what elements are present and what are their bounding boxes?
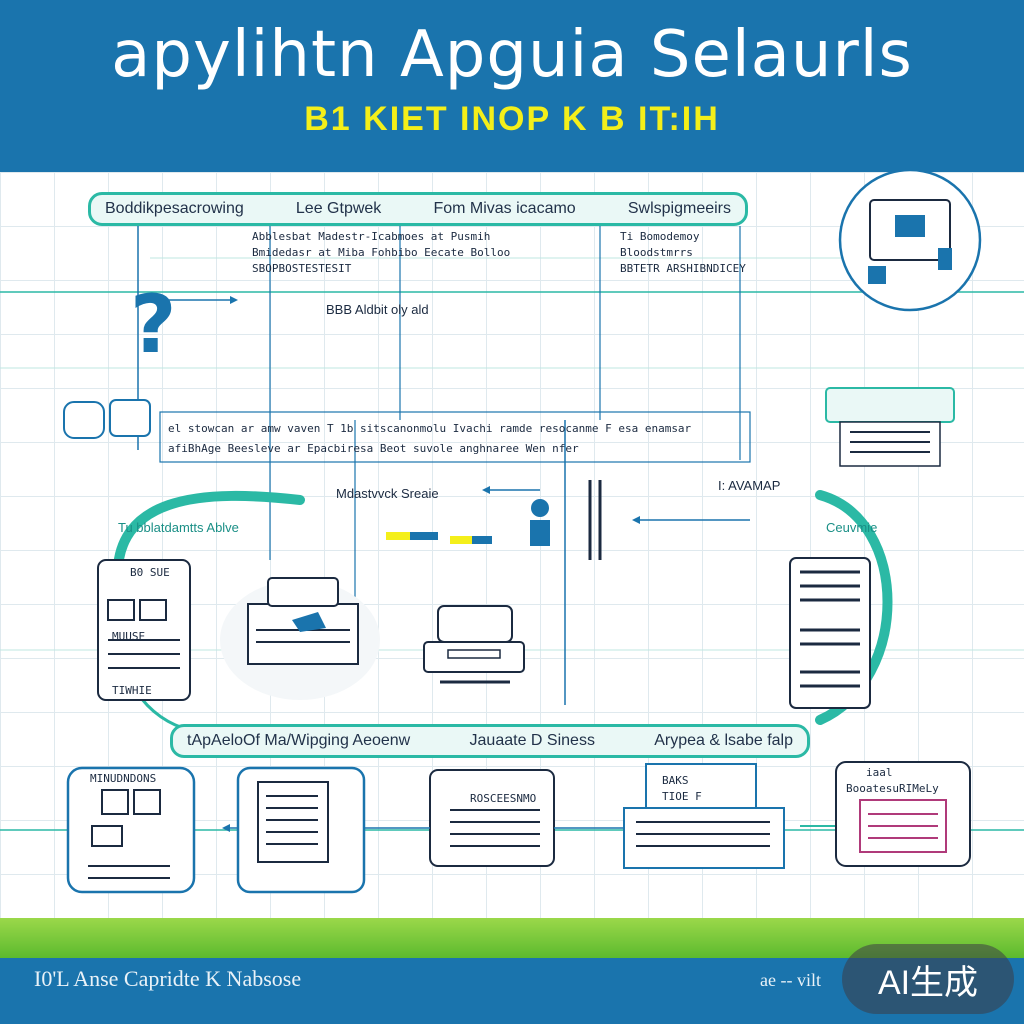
footer-text-left: I0'L Anse Capridte K Nabsose [34,966,302,991]
note-line: Bmidedasr at Miba Fohbibo Eecate Bolloo [252,246,511,259]
note-line: Bloodstmrrs [620,246,693,259]
node-title: iaal [866,766,893,779]
top-banner-label: Lee Gtpwek [295,200,382,217]
middle-note-line: el stowcan ar amw vaven T 1b sitscanonmo… [168,422,692,435]
top-banner: Boddikpesacrowing Lee Gtpwek Fom Mivas i… [88,192,748,226]
node-title: BAKS [662,774,689,787]
computer-node-display [895,215,925,237]
arc-label-left: Tu bblatdamtts Ablve [118,520,239,535]
computer-node-key [868,266,886,284]
arrow-head [230,296,238,304]
node-title: MINUDNDONS [90,772,157,785]
header-band [0,0,1024,172]
scanner-node [437,605,513,643]
bottom-node-doc-center [429,769,555,867]
flow-label: Mdastvvck Sreaie [336,486,439,501]
chat-bubble-icon [63,401,105,439]
flow-label: I: AVAMAP [718,478,781,493]
bottom-banner: tApAeloOf Ma/Wipging Aeoenw Jauaate D Si… [170,724,810,758]
arrow-head [482,486,490,494]
node-title: ROSCEESNMO [470,792,537,805]
arrow-head [632,516,640,524]
ai-generated-badge: AI生成 [842,944,1014,1014]
printer-node-top [825,387,955,423]
device-label: B0 SUE [130,566,170,579]
grass-band [0,918,1024,958]
notes-frame [159,411,751,463]
question-icon: ? [130,278,177,371]
top-banner-label: Swlspigmeeirs [627,200,731,217]
node-title: BooatesuRIMeLy [846,782,939,795]
note-line: Abblesbat Madestr-Icabmoes at Pusmih [252,230,491,243]
arc-label-right: Ceuvmie [826,520,878,535]
footer-text-right: ae -- vilt [760,970,821,990]
page-subtitle: B1 KIET INOP K B IT:IH [304,100,720,138]
arrow-head [222,824,230,832]
bottom-node-box [623,807,785,869]
bottom-banner-label: Jauaate D Siness [469,732,595,749]
node-title: TIOE F [662,790,702,803]
bottom-node-box-top [645,763,757,811]
printer-node-center [247,603,359,665]
device-label: MUUSE [112,630,146,643]
bottom-banner-label: tApAeloOf Ma/Wipging Aeoenw [187,732,411,749]
device-label: TIWHIE [112,684,152,697]
top-banner-label: Fom Mivas icacamo [433,200,576,217]
note-line: Ti Bomodemoy [620,230,700,243]
bottom-node-left [66,766,196,894]
note-line: SBOPBOSTESTESIT [252,262,352,275]
printer-node-paper [839,421,941,467]
top-banner-label: Boddikpesacrowing [105,200,244,217]
machine-node-left [97,559,191,701]
chat-bubble-icon [109,399,151,437]
person-icon [531,499,549,517]
page-title: apylihtn Apguia Selaurls [111,18,913,92]
middle-note-line: afiBhAge Beesleve ar Epacbiresa Beot suv… [168,442,579,455]
note-line: BBTETR ARSHIBNDICEY [620,262,746,275]
center-note: BBB Aldbit oly ald [326,302,429,317]
bottom-banner-label: Arypea & lsabe falp [654,732,793,749]
computer-node-key [938,248,952,270]
